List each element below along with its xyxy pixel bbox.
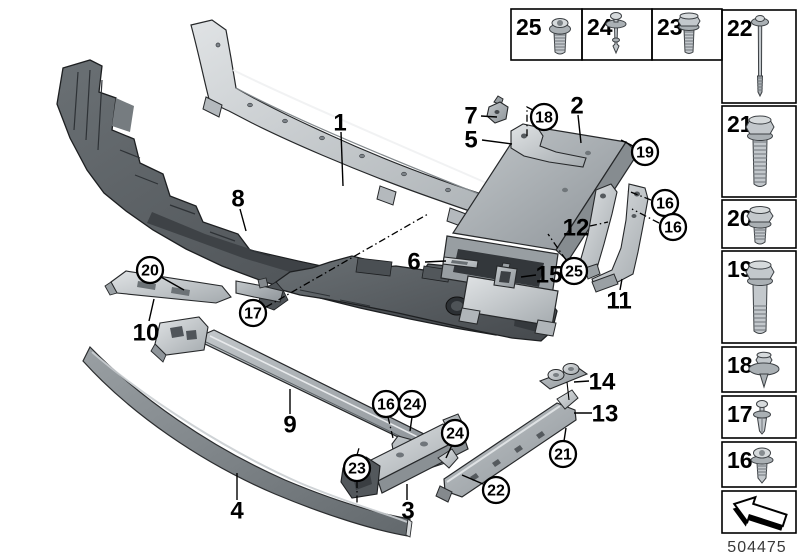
svg-text:23: 23 bbox=[348, 461, 366, 478]
fastener-box-24[interactable]: 24 bbox=[581, 8, 653, 61]
fastener-box-16-label: 16 bbox=[727, 447, 753, 473]
svg-text:25: 25 bbox=[565, 264, 583, 281]
fastener-box-17-label: 17 bbox=[727, 401, 753, 427]
hex-flange-bolt-long-icon bbox=[745, 260, 775, 334]
hex-washer-bolt-icon bbox=[677, 12, 701, 54]
long-thin-screw-icon bbox=[751, 15, 769, 98]
fastener-box-22[interactable]: 22 bbox=[721, 9, 797, 104]
svg-text:22: 22 bbox=[487, 483, 505, 500]
fastener-box-21[interactable]: 21 bbox=[721, 105, 797, 198]
part-callout-2[interactable]: 2 bbox=[570, 93, 583, 120]
part-callout-11[interactable]: 11 bbox=[606, 288, 631, 315]
fastener-callout-16-c[interactable]: 16 bbox=[371, 389, 401, 419]
part-callout-12[interactable]: 12 bbox=[563, 215, 590, 242]
part-callout-14[interactable]: 14 bbox=[589, 369, 616, 396]
fastener-box-16[interactable]: 16 bbox=[721, 441, 797, 488]
fastener-box-18[interactable]: 18 bbox=[721, 346, 797, 393]
fastener-box-17[interactable]: 17 bbox=[721, 395, 797, 439]
fastener-box-22-label: 22 bbox=[727, 15, 753, 41]
part-11-bracket bbox=[591, 183, 649, 293]
svg-text:20: 20 bbox=[141, 263, 159, 280]
fastener-box-25-label: 25 bbox=[516, 14, 542, 40]
torx-washer-screw-icon bbox=[750, 447, 774, 484]
fastener-callouts: 18 19 16 16 25 17 20 16 24 24 23 22 21 bbox=[135, 102, 688, 505]
part-callout-8[interactable]: 8 bbox=[231, 186, 244, 213]
part-13-rail bbox=[435, 389, 579, 503]
svg-text:18: 18 bbox=[535, 110, 553, 127]
drawing-number: 504475 bbox=[727, 539, 786, 556]
part-12-bracket bbox=[579, 183, 618, 280]
part-callout-10[interactable]: 10 bbox=[133, 320, 160, 347]
part-callout-4[interactable]: 4 bbox=[230, 498, 244, 525]
part-callout-15[interactable]: 15 bbox=[536, 262, 563, 289]
direction-arrow-icon bbox=[732, 495, 788, 531]
part-callout-7[interactable]: 7 bbox=[464, 103, 477, 130]
fastener-callout-17[interactable]: 17 bbox=[238, 298, 268, 328]
fastener-callout-24-a[interactable]: 24 bbox=[397, 389, 427, 419]
svg-text:16: 16 bbox=[664, 220, 682, 237]
part-callout-9[interactable]: 9 bbox=[283, 412, 296, 439]
torx-flange-screw-icon bbox=[549, 18, 571, 55]
fastener-box-25[interactable]: 25 bbox=[510, 8, 583, 61]
hex-flange-bolt-short-icon bbox=[746, 206, 774, 245]
fastener-callout-16-a[interactable]: 16 bbox=[650, 188, 680, 218]
part-4-lower-strip bbox=[82, 345, 413, 538]
fastener-box-23[interactable]: 23 bbox=[651, 8, 723, 61]
svg-text:21: 21 bbox=[554, 447, 572, 464]
fastener-callout-21[interactable]: 21 bbox=[548, 439, 578, 469]
part-callout-5[interactable]: 5 bbox=[464, 127, 477, 154]
leader-lines bbox=[148, 105, 660, 503]
fastener-box-23-label: 23 bbox=[657, 14, 683, 40]
fastener-callout-20[interactable]: 20 bbox=[135, 255, 165, 285]
expansion-rivet-icon bbox=[753, 400, 771, 435]
part-callout-6[interactable]: 6 bbox=[407, 249, 420, 276]
fastener-callout-22[interactable]: 22 bbox=[481, 475, 511, 505]
part-15-clip bbox=[493, 262, 518, 289]
part-callout-13[interactable]: 13 bbox=[592, 401, 619, 428]
fastener-box-20[interactable]: 20 bbox=[721, 199, 797, 249]
part-14-clamp bbox=[538, 363, 589, 401]
fastener-callout-23[interactable]: 23 bbox=[342, 453, 372, 483]
fastener-box-19[interactable]: 19 bbox=[721, 250, 797, 344]
blind-rivet-icon bbox=[605, 12, 627, 55]
hex-flange-bolt-threaded-icon bbox=[745, 115, 775, 187]
svg-text:16: 16 bbox=[377, 397, 395, 414]
svg-text:16: 16 bbox=[656, 196, 674, 213]
part-callout-1[interactable]: 1 bbox=[333, 110, 346, 137]
part-callout-3[interactable]: 3 bbox=[401, 498, 414, 525]
part-7-clip bbox=[486, 95, 509, 124]
screw-with-large-washer-icon bbox=[748, 351, 780, 389]
fastener-callout-25[interactable]: 25 bbox=[559, 256, 589, 286]
fastener-box-18-label: 18 bbox=[727, 352, 753, 378]
svg-text:17: 17 bbox=[244, 306, 262, 323]
direction-indicator-box bbox=[721, 490, 797, 534]
part-callouts: 1 2 3 4 5 6 7 8 9 10 11 12 13 14 15 bbox=[133, 93, 632, 525]
svg-text:24: 24 bbox=[446, 426, 464, 443]
fastener-callout-19[interactable]: 19 bbox=[630, 137, 660, 167]
svg-text:24: 24 bbox=[403, 397, 421, 414]
svg-text:19: 19 bbox=[636, 145, 654, 162]
fastener-callout-18[interactable]: 18 bbox=[529, 102, 559, 132]
fastener-callout-24-b[interactable]: 24 bbox=[440, 418, 470, 448]
fastener-callout-16-b[interactable]: 16 bbox=[658, 212, 688, 242]
